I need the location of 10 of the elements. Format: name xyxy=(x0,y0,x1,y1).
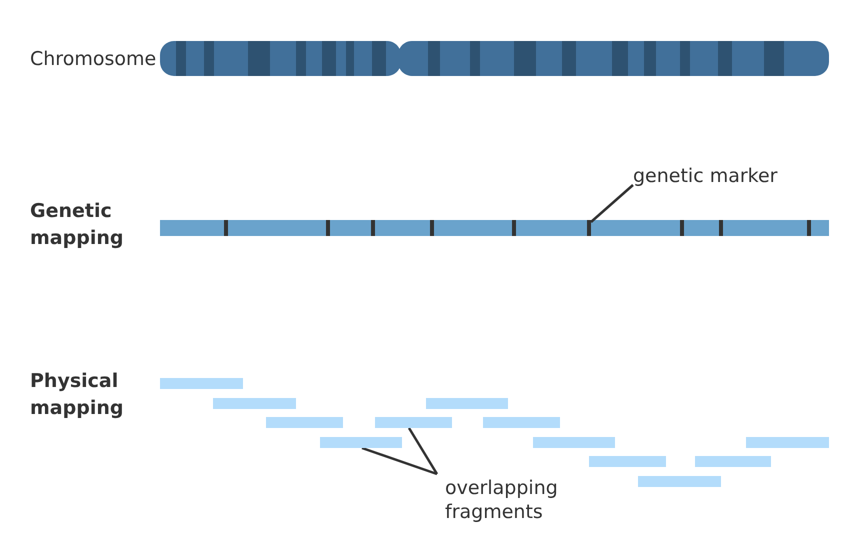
dna-fragment xyxy=(320,437,402,448)
row-label: Genetic mapping xyxy=(30,199,124,251)
leader-line xyxy=(362,446,438,476)
row-label: Physical mapping xyxy=(30,369,124,421)
callout-text: genetic marker xyxy=(633,164,783,188)
leader-line xyxy=(408,427,438,475)
callout-text: overlapping fragments xyxy=(445,476,575,524)
dna-fragment xyxy=(375,417,452,428)
row-label: Chromosome xyxy=(30,47,158,72)
genetic-marker-tick xyxy=(587,220,591,236)
